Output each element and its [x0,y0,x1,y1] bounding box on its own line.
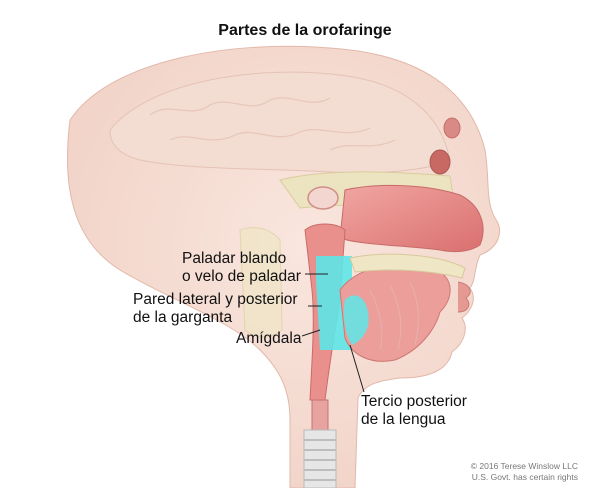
label-soft-palate: Paladar blando o velo de paladar [182,250,301,286]
label-throat-wall-line-1: Pared lateral y posterior [133,291,298,308]
label-tongue-base-line-1: Tercio posterior [361,393,467,410]
lips [457,281,471,313]
label-tonsil: Amígdala [236,330,301,348]
frontal-sinus [443,117,461,139]
leader-tongue-base [349,344,365,393]
nasal-opening [429,149,451,175]
figure-title: Partes de la orofaringe [218,22,392,39]
label-soft-palate-line-2: o velo de paladar [182,268,301,285]
hard-palate [349,253,466,279]
label-soft-palate-line-1: Paladar blando [182,250,287,267]
label-throat-wall: Pared lateral y posterior de la garganta [133,291,298,327]
copyright-line-1: © 2016 Terese Winslow LLC [470,461,578,471]
copyright-notice: © 2016 Terese Winslow LLC U.S. Govt. has… [471,461,578,483]
brain-folds [149,97,396,151]
label-tonsil-line-1: Amígdala [236,330,302,347]
label-tongue-base-line-2: de la lengua [361,411,446,428]
larynx [311,399,329,431]
copyright-line-2: U.S. Govt. has certain rights [471,472,578,482]
tongue-lines [369,281,419,351]
nasal-cavity [339,184,484,253]
label-throat-wall-line-2: de la garganta [133,309,233,326]
cervical-spine [239,227,283,338]
label-tongue-base: Tercio posterior de la lengua [361,393,467,429]
trachea [303,429,337,488]
sphenoid-sinus [307,186,339,210]
soft-palate-highlight [316,256,352,280]
tongue-base-highlight [343,295,369,345]
leader-tonsil [301,329,321,337]
